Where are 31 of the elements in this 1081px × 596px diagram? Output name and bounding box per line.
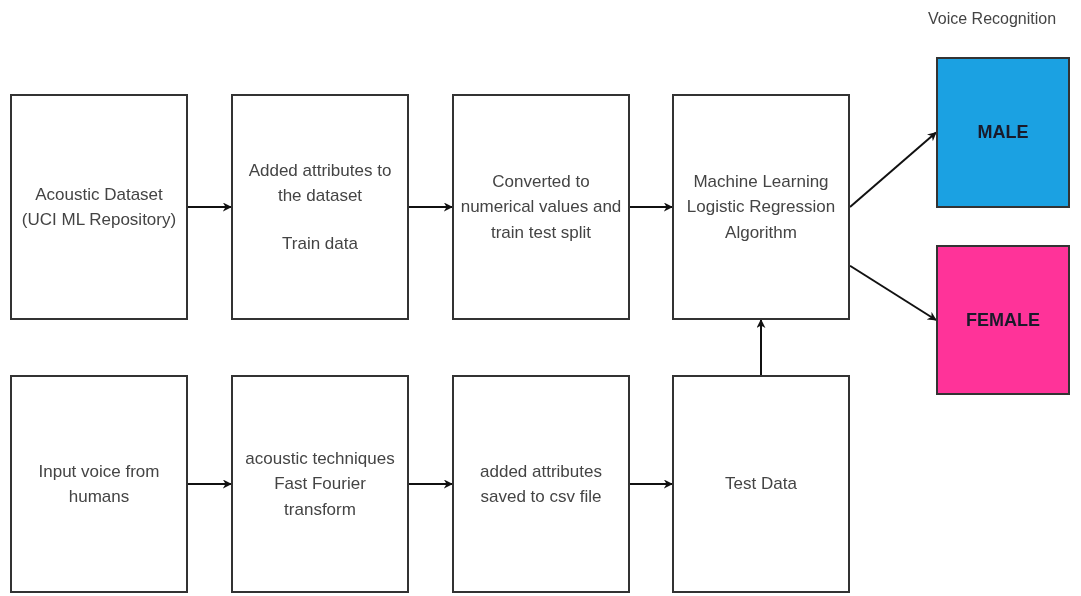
arrow: [629, 479, 673, 489]
node-text: Test Data: [725, 473, 797, 496]
arrow: [849, 264, 937, 321]
arrow: [408, 479, 453, 489]
diagram-title: Voice Recognition: [928, 10, 1057, 28]
arrow: [187, 479, 232, 489]
arrow: [756, 319, 766, 376]
node-text: Converted to numerical values and train test split: [459, 170, 623, 244]
node-text: Acoustic Dataset (UCI ML Repository): [20, 183, 178, 231]
node-text: MALE: [977, 121, 1029, 144]
output-box: [936, 245, 1070, 395]
arrow: [187, 202, 232, 212]
node-text: Added attributes to the dataset: [247, 159, 393, 208]
arrow: [629, 202, 673, 212]
process-box: [10, 375, 188, 593]
process-box: [452, 375, 630, 593]
node-text: FEMALE: [966, 308, 1040, 332]
output-box: [936, 57, 1070, 208]
node-text: Machine Learning Logistic Regression Algorithm: [685, 170, 837, 244]
process-box: [672, 94, 850, 320]
node-text: Input voice from humans: [37, 460, 161, 508]
process-box: [672, 375, 850, 593]
node-text: Train data: [282, 232, 358, 255]
node-text: added attributes saved to csv file: [479, 460, 603, 508]
arrow: [849, 131, 937, 208]
process-box: [452, 94, 630, 320]
process-box: [231, 375, 409, 593]
process-box: [231, 94, 409, 320]
node-text: acoustic techniques Fast Fourier transform: [244, 447, 396, 521]
process-box: [10, 94, 188, 320]
arrow: [408, 202, 453, 212]
